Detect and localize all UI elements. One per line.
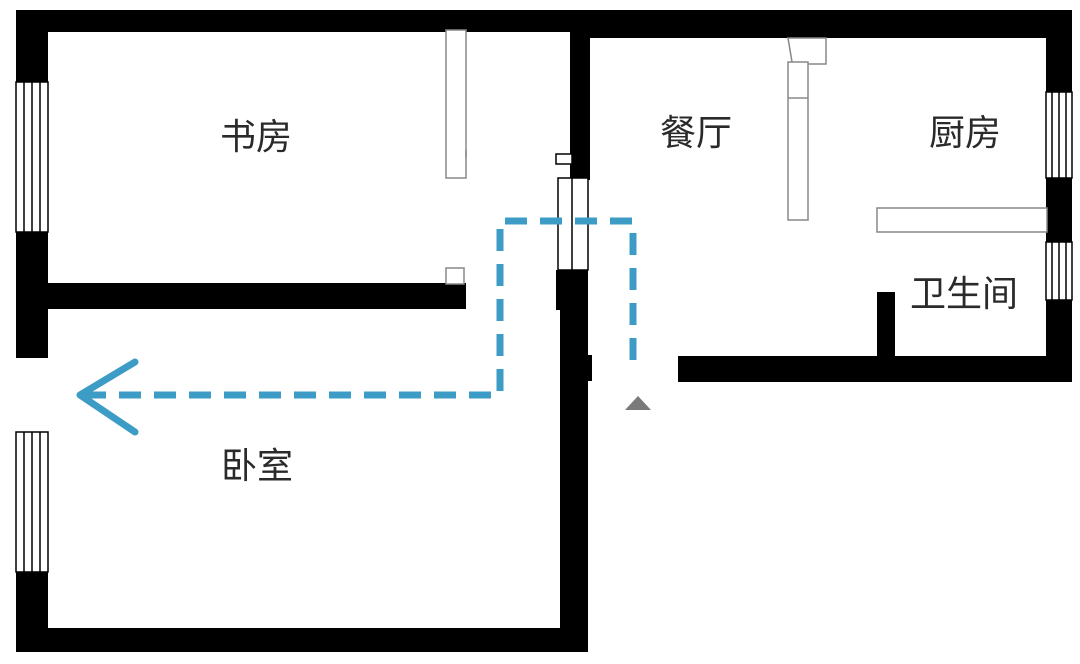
- top-wall-left: [16, 10, 588, 32]
- window-right-lower: [1045, 241, 1073, 301]
- dining-partition: [787, 61, 809, 221]
- room-label-study: 书房: [220, 117, 292, 158]
- entrance-triangle-icon: [625, 396, 651, 410]
- study-bedroom-wall: [32, 283, 466, 309]
- top-wall-right: [572, 10, 1070, 38]
- room-label-dining: 餐厅: [660, 113, 732, 154]
- right-wall-mid: [1046, 178, 1072, 242]
- study-door-stop: [445, 267, 465, 285]
- arrow-left-icon: [76, 358, 139, 436]
- lower-right-wall: [678, 356, 1072, 382]
- center-wall-lower: [560, 268, 588, 652]
- window-right-upper: [1045, 91, 1073, 179]
- center-wall-stub: [580, 355, 592, 381]
- walls: [16, 10, 1072, 652]
- dining-cabinet-top: [787, 37, 827, 65]
- bathroom-wall-stub: [877, 292, 895, 372]
- room-label-bedroom: 卧室: [221, 446, 293, 487]
- center-wall-top: [570, 10, 590, 180]
- room-label-kitchen: 厨房: [929, 113, 1001, 154]
- left-wall-upper: [16, 10, 48, 82]
- kitchen-counter: [876, 207, 1048, 233]
- window-left-upper: [15, 81, 49, 233]
- study-door-leaf: [445, 29, 467, 179]
- center-wall-jog: [556, 270, 588, 310]
- fixtures: [445, 29, 1048, 285]
- window-left-lower: [15, 431, 49, 573]
- room-label-bathroom: 卫生间: [910, 274, 1018, 315]
- center-door-cap: [555, 153, 573, 165]
- bottom-wall: [16, 628, 584, 652]
- right-wall-upper: [1046, 10, 1072, 92]
